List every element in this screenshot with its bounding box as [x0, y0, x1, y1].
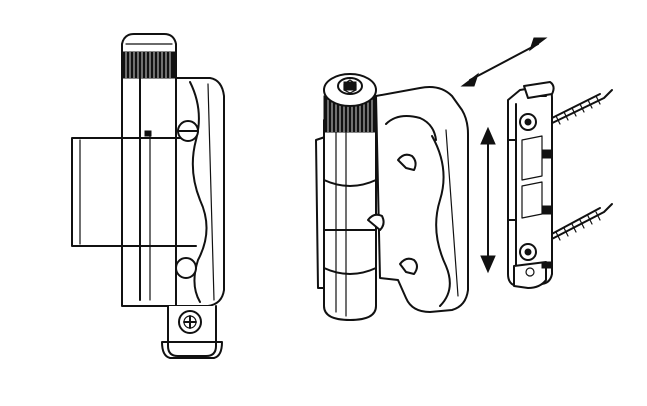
mounting-screw: [178, 310, 202, 334]
hinge-barrel: [323, 119, 377, 321]
hinge-leaf: [375, 86, 469, 313]
perspective-view: [315, 73, 469, 321]
diagonal-adjustment-arrow: [460, 37, 548, 87]
vertical-adjustment-arrow: [480, 126, 496, 274]
frame-plate: [507, 81, 555, 289]
lower-knob: [175, 257, 197, 279]
frame-plate-view: [507, 81, 613, 289]
side-view: [71, 33, 225, 359]
adjustment-slots: [367, 153, 418, 275]
mounting-bracket: [161, 305, 223, 359]
knurled-cap-perspective: [323, 73, 377, 133]
lower-wood-screw: [545, 203, 613, 243]
wood-screws: [545, 89, 613, 243]
hinge-body: [121, 59, 225, 307]
upper-wood-screw: [545, 89, 613, 127]
knurled-cap: [121, 33, 177, 79]
